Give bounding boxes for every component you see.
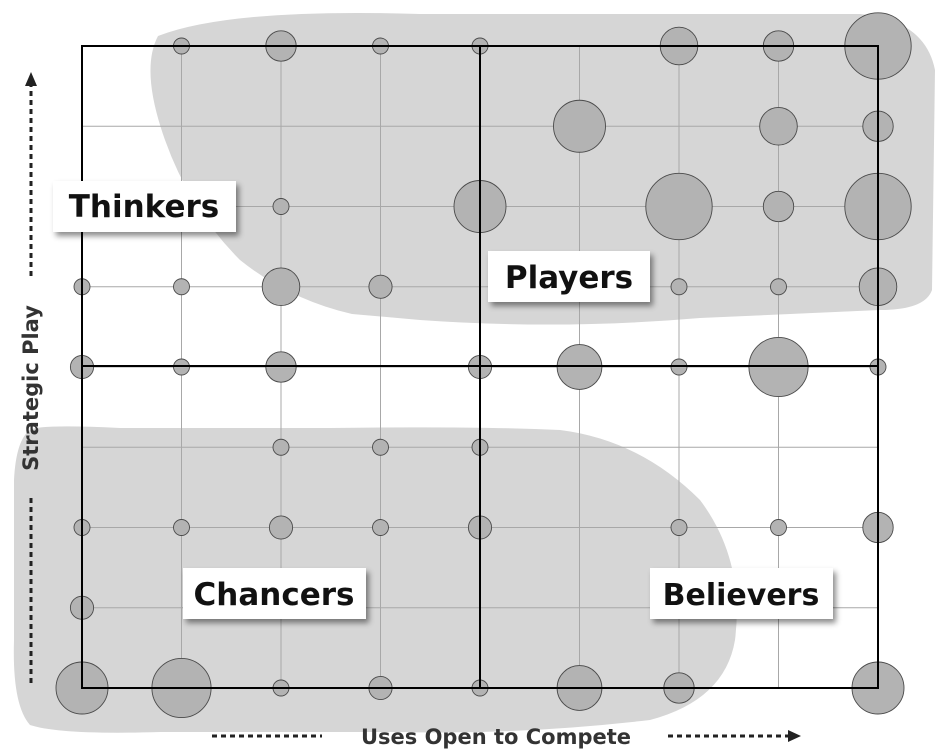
- data-bubble: [173, 278, 190, 296]
- data-bubble: [645, 172, 713, 241]
- y-axis-arrowhead-icon: [25, 72, 37, 86]
- players-thinkers-cluster-region: [150, 12, 936, 325]
- data-bubble: [261, 267, 301, 307]
- data-bubble: [759, 106, 798, 146]
- chancers-label: Chancers: [194, 577, 355, 613]
- data-bubble: [670, 278, 688, 296]
- chancers-believers-cluster-region: [13, 426, 737, 733]
- data-bubble: [272, 438, 290, 456]
- data-bubble: [272, 198, 290, 215]
- data-bubble: [670, 519, 688, 536]
- players-label: Players: [505, 260, 633, 296]
- believers-label: Believers: [663, 578, 820, 613]
- data-bubble: [173, 519, 190, 536]
- data-bubble: [268, 515, 294, 540]
- data-bubble: [770, 278, 787, 296]
- thinkers-label: Thinkers: [69, 189, 219, 225]
- data-bubble: [762, 190, 795, 223]
- x-axis-arrowhead-icon: [788, 730, 801, 742]
- data-bubbles: [55, 12, 912, 719]
- data-bubble: [553, 99, 606, 153]
- data-bubble: [770, 519, 787, 536]
- believers-label-box: Believers: [650, 568, 833, 619]
- chancers-label-box: Chancers: [183, 568, 366, 619]
- data-bubble: [372, 438, 389, 456]
- x-axis-label: Uses Open to Compete: [361, 725, 631, 749]
- thinkers-label-box: Thinkers: [53, 181, 236, 232]
- y-axis-label: Strategic Play: [19, 305, 43, 471]
- believers-quadrant-frame: [479, 365, 879, 689]
- quadrant-frames: [81, 45, 879, 689]
- data-bubble: [372, 519, 389, 536]
- players-label-box: Players: [488, 251, 650, 302]
- data-bubble: [368, 274, 393, 299]
